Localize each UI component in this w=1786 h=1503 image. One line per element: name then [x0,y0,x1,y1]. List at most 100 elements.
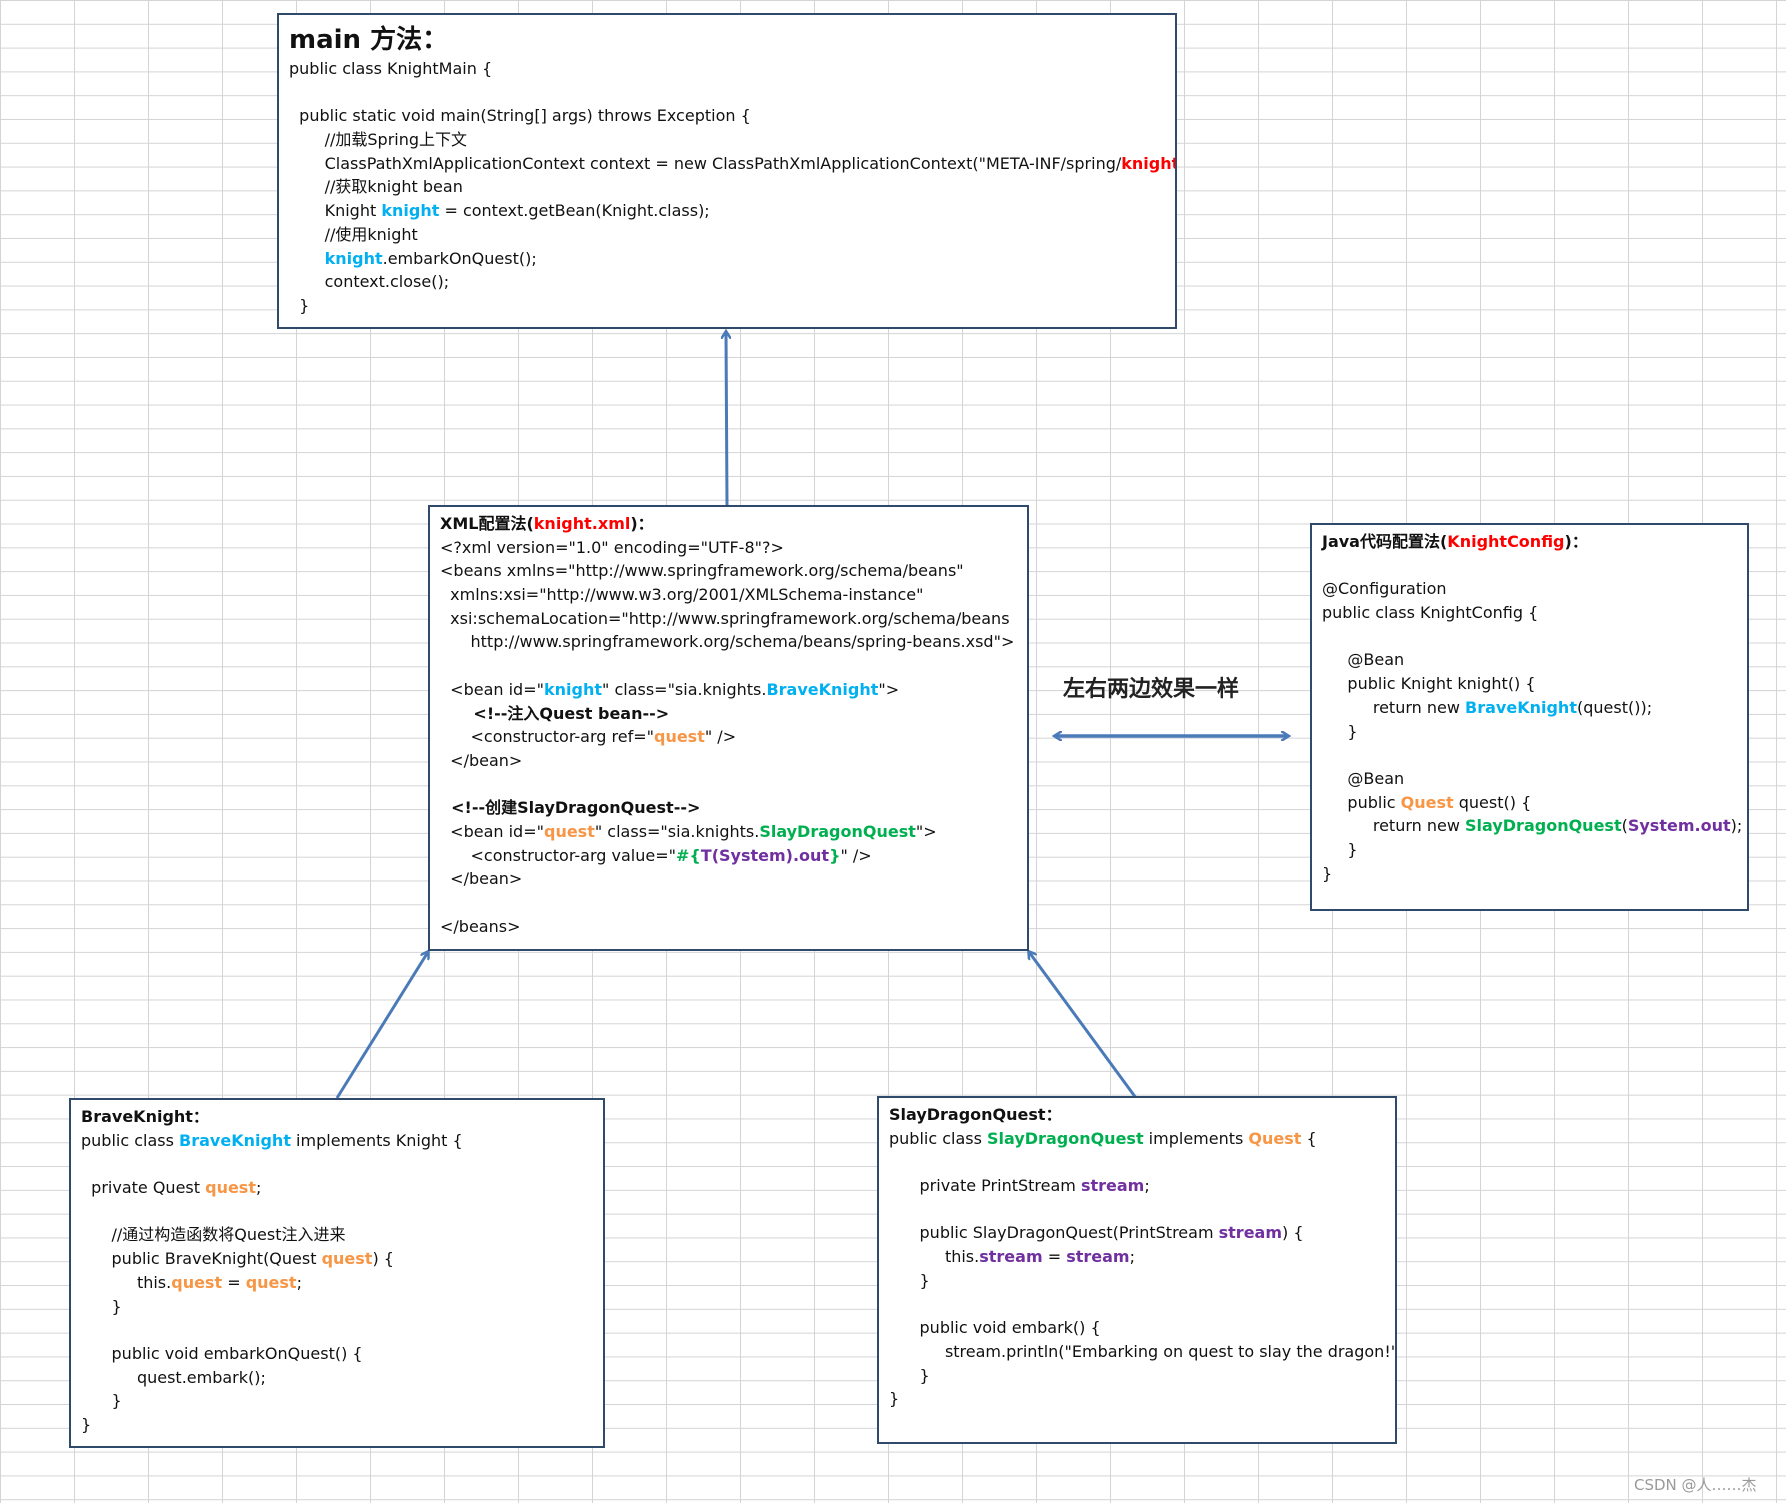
code-line: public Knight knight() { [1322,674,1536,694]
code-text [289,249,325,268]
code-line: private PrintStream stream; [889,1174,1385,1198]
code-line: private Quest quest; [81,1176,593,1200]
code-text: " class="sia.knights. [594,821,760,841]
code-line: } [81,1414,92,1434]
heading-text: )： [630,514,654,533]
code-line: xmlns:xsi="http://www.w3.org/2001/XMLSch… [440,585,924,605]
code-line: http://www.springframework.org/schema/be… [440,632,1015,652]
blank-line [889,1293,1385,1317]
heading-text: Java代码配置法( [1322,532,1448,551]
arrow-brave-to-xml [335,952,428,1099]
slaydragonquest-box: SlayDragonQuest： public class SlayDragonQ… [877,1096,1397,1444]
braveknight-highlight: BraveKnight [179,1130,291,1150]
code-comment: //通过构造函数将Quest注入进来 [81,1225,346,1245]
code-text: ClassPathXmlApplicationContext context =… [289,153,1122,173]
knightconfig-highlight: KnightConfig [1447,532,1565,551]
code-text: quest() { [1453,792,1532,812]
quest-ref-highlight: quest [653,727,705,747]
code-text: <bean id=" [440,821,544,841]
code-text: public class [81,1130,180,1150]
quest-field-highlight: quest [171,1272,223,1292]
main-heading: main 方法： [289,25,449,55]
code-line: @Bean [1322,768,1405,788]
code-line: } [81,1391,122,1411]
knight-var-highlight: knight [324,248,383,268]
knight-var-highlight: knight [381,201,440,221]
stream-field-highlight: stream [1080,1176,1145,1196]
quest-param-highlight: quest [321,1249,373,1269]
blank-line [81,1318,593,1342]
code-line: public class SlayDragonQuest implements … [889,1127,1385,1151]
code-text: ) { [372,1249,394,1269]
code-line: xsi:schemaLocation="http://www.springfra… [440,608,1010,628]
code-text: implements Knight { [290,1130,463,1150]
code-text: " /> [840,845,872,865]
code-line: this.quest = quest; [81,1271,593,1295]
blank-line [81,1152,593,1176]
slaydragonquest-heading: SlayDragonQuest： [889,1105,1062,1124]
xml-file-highlight: knight.xml [1121,153,1175,173]
code-text: this. [81,1272,172,1292]
knight-id-highlight: knight [543,679,602,699]
code-text: = [1042,1247,1067,1267]
code-text: ; [255,1178,262,1198]
code-text: ); [1730,816,1743,836]
arrow-xml-to-main [726,332,727,506]
slaydragonquest-highlight: SlayDragonQuest [987,1128,1144,1148]
code-text: public BraveKnight(Quest [81,1249,322,1269]
code-text: <constructor-arg value=" [440,845,676,865]
code-line: } [1322,863,1333,883]
stream-param-highlight: stream [1066,1247,1130,1267]
code-comment: <!--注入Quest bean--> [440,703,670,723]
code-text: <constructor-arg ref=" [440,727,654,747]
java-config-box: Java代码配置法(KnightConfig)： @Configuration pu… [1310,523,1749,911]
code-line: <bean id="knight" class="sia.knights.Bra… [440,678,1017,702]
code-text: Knight [289,201,382,221]
braveknight-heading: BraveKnight： [81,1107,209,1126]
blank-line [1322,625,1737,649]
code-text: ( [1621,816,1628,836]
main-method-box: main 方法：public class KnightMain { public… [277,13,1177,329]
code-text: private PrintStream [889,1176,1081,1196]
blank-line [1322,743,1737,767]
code-text: ) { [1282,1223,1304,1243]
code-text: this. [889,1247,980,1267]
code-line: } [289,295,310,315]
code-line: @Configuration [1322,579,1447,599]
spel-highlight: #{ [675,845,701,865]
quest-type-highlight: Quest [1400,792,1454,812]
code-line: return new BraveKnight(quest()); [1322,696,1737,720]
code-line: </bean> [440,869,523,889]
code-line: <constructor-arg value="#{T(System).out}… [440,844,1017,868]
code-line: } [889,1389,900,1409]
braveknight-highlight: BraveKnight [766,679,879,699]
blank-line [440,891,1017,915]
heading-text: XML配置法( [440,514,534,533]
xml-heading: XML配置法(knight.xml)： [440,512,1017,536]
code-text: public SlayDragonQuest(PrintStream [889,1223,1219,1243]
code-line: public BraveKnight(Quest quest) { [81,1247,593,1271]
code-line: context.close(); [289,272,450,292]
code-line: } [889,1365,930,1385]
code-text: "> [878,679,900,699]
code-text: ; [1129,1247,1135,1267]
code-line [289,81,1165,105]
slaydragonquest-highlight: SlayDragonQuest [759,821,916,841]
code-text: = context.getBean(Knight.class); [439,201,710,221]
code-line: <constructor-arg ref="quest" /> [440,725,1017,749]
java-heading: Java代码配置法(KnightConfig)： [1322,530,1737,554]
blank-line [889,1198,1385,1222]
quest-interface-highlight: Quest [1248,1128,1302,1148]
code-text: = [222,1272,246,1292]
code-line: <bean id="quest" class="sia.knights.Slay… [440,820,1017,844]
code-line: <?xml version="1.0" encoding="UTF-8"?> [440,537,784,557]
blank-line [81,1200,593,1224]
code-line: public class KnightConfig { [1322,603,1539,623]
quest-param-highlight: quest [245,1272,297,1292]
blank-line [440,773,1017,797]
code-comment: <!--创建SlayDragonQuest--> [440,798,701,818]
code-text: implements [1143,1128,1249,1148]
code-text: (quest()); [1576,697,1653,717]
code-text: public [1322,792,1401,812]
